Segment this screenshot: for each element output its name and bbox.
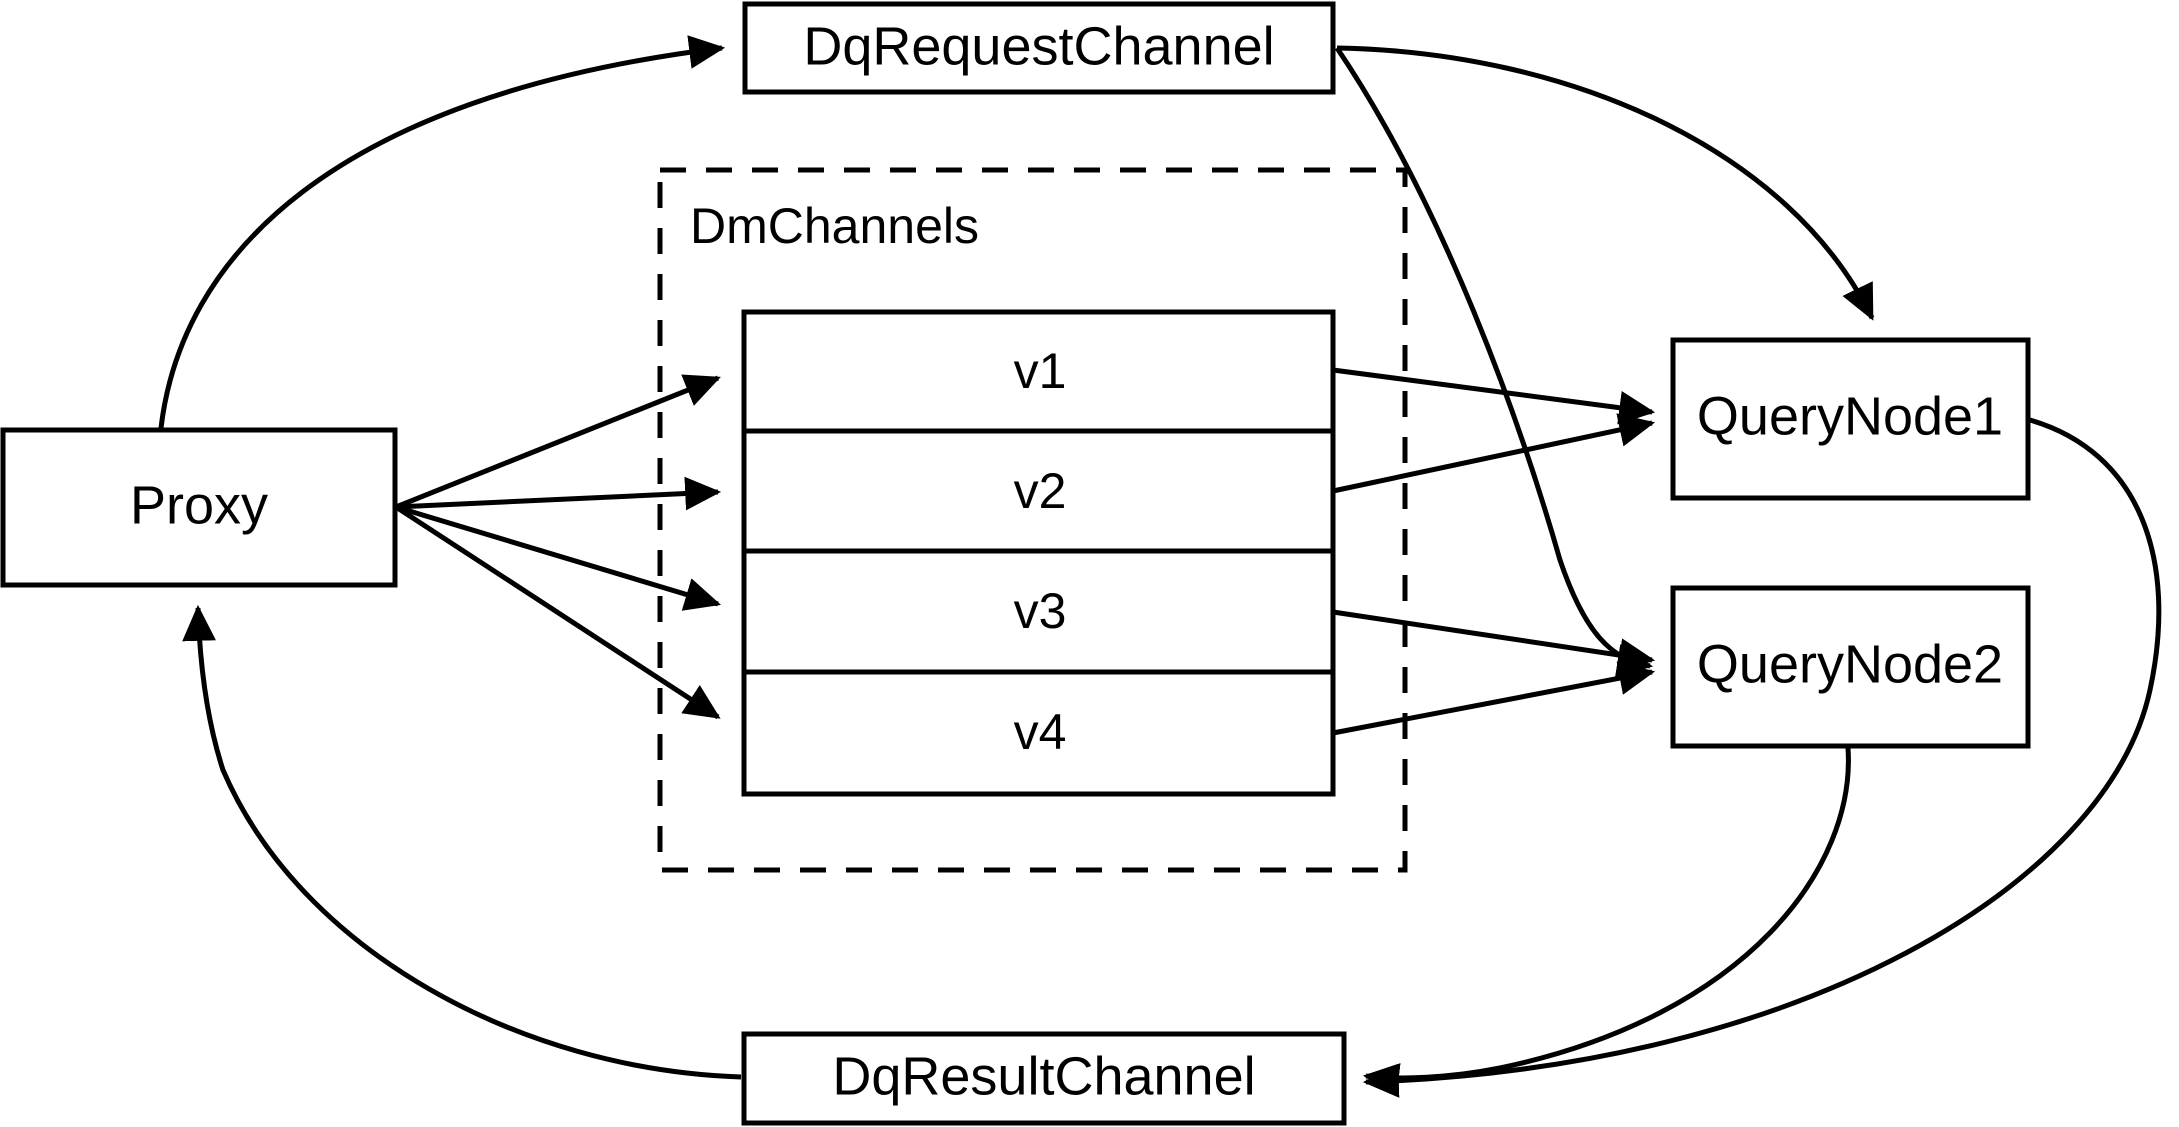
node-querynode2[interactable]: QueryNode2 — [1670, 585, 2031, 749]
vchannel-table: v1 v2 v3 v4 — [741, 309, 1336, 797]
querynode1-label: QueryNode1 — [1697, 386, 2003, 446]
querynode2-label: QueryNode2 — [1697, 634, 2003, 694]
proxy-label: Proxy — [130, 475, 268, 535]
node-querynode1[interactable]: QueryNode1 — [1670, 337, 2031, 501]
edge-proxy-to-v2 — [395, 476, 722, 511]
dqresultchannel-label: DqResultChannel — [832, 1046, 1255, 1106]
proxy-box[interactable] — [0, 427, 398, 588]
edge-proxy-to-v4 — [394, 504, 721, 720]
edge-dqrequestchannel-to-querynode1 — [1336, 45, 1875, 321]
vchannel-row-v3[interactable]: v3 — [1014, 583, 1067, 639]
dqresultchannel-box[interactable] — [741, 1031, 1347, 1126]
edge-v2-to-querynode1 — [1332, 413, 1656, 494]
querynode2-box[interactable] — [1670, 585, 2031, 749]
querynode1-box[interactable] — [1670, 337, 2031, 501]
dmchannels-group-label: DmChannels — [690, 198, 979, 254]
edge-v4-to-querynode2 — [1332, 661, 1656, 736]
dqrequestchannel-box[interactable] — [742, 1, 1336, 95]
edge-querynode1-to-dqresultchannel — [1362, 417, 2162, 1098]
node-proxy[interactable]: Proxy — [0, 427, 398, 588]
vchannel-row-v4[interactable]: v4 — [1014, 704, 1067, 760]
vchannel-row-v2[interactable]: v2 — [1014, 463, 1067, 519]
edge-proxy-to-dqrequestchannel — [158, 35, 726, 429]
edge-v1-to-querynode1 — [1332, 367, 1656, 425]
edge-dqrequestchannel-to-querynode2 — [1334, 46, 1654, 678]
dmchannels-group-box — [657, 167, 1408, 873]
edge-proxy-to-v3 — [395, 504, 721, 611]
edge-v3-to-querynode2 — [1332, 609, 1656, 672]
vchannel-row-v1[interactable]: v1 — [1014, 343, 1067, 399]
node-dqresultchannel[interactable]: DqResultChannel — [741, 1031, 1347, 1126]
edge-dqresultchannel-to-proxy — [182, 604, 742, 1080]
edge-querynode2-to-dqresultchannel — [1362, 747, 1851, 1097]
node-dqrequestchannel[interactable]: DqRequestChannel — [742, 1, 1336, 95]
edge-proxy-to-v1 — [395, 374, 721, 510]
dqrequestchannel-label: DqRequestChannel — [803, 16, 1274, 76]
